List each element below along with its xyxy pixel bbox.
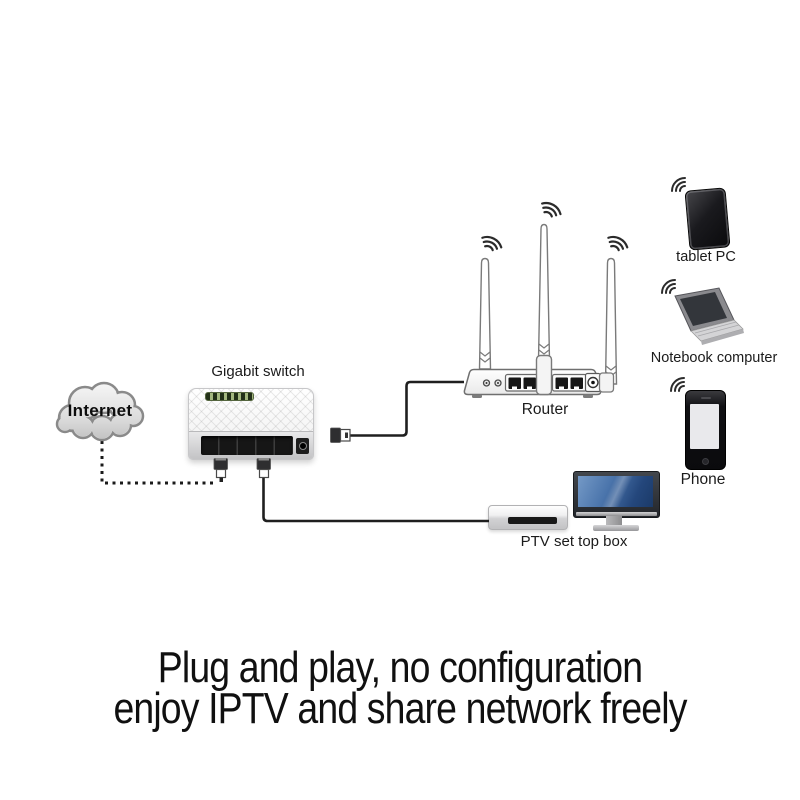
router-ethernet-ports-right [551, 373, 588, 392]
gigabit-switch-device [188, 388, 314, 460]
rj45-plug-router [330, 427, 351, 443]
notebook-label: Notebook computer [650, 350, 778, 366]
set-top-box-front-slot [508, 517, 557, 524]
tv-device [573, 471, 660, 518]
internet-cloud-label: Internet [67, 401, 133, 420]
caption: Plug and play, no configuration enjoy IP… [60, 643, 740, 733]
phone-device [685, 390, 726, 470]
switch-label: Gigabit switch [211, 363, 305, 380]
caption-line-1: Plug and play, no configuration [157, 643, 643, 692]
cable-switch-to-settopbox [262, 477, 489, 523]
router-power-socket [584, 372, 602, 393]
tablet-label: tablet PC [676, 249, 736, 265]
phone-home-button [702, 458, 709, 465]
switch-ethernet-ports [201, 436, 293, 455]
tv-bottom-bezel [576, 512, 657, 516]
wifi-signal-icon [661, 279, 676, 294]
router-ethernet-ports-left [504, 373, 541, 392]
router-antennas [478, 223, 618, 385]
router-device [463, 223, 618, 398]
rj45-plug-internet [213, 458, 228, 482]
switch-led-strip [205, 392, 254, 401]
wifi-signal-icon [481, 235, 503, 252]
tv-stand-base [593, 525, 639, 531]
wifi-signal-icon [607, 235, 629, 252]
notebook-device [674, 287, 744, 345]
set-top-box-label: PTV set top box [520, 533, 628, 550]
tablet-device [684, 187, 731, 251]
wifi-signal-icon [671, 177, 686, 192]
rj45-plug-settopbox [256, 458, 271, 479]
switch-power-socket [296, 438, 309, 454]
phone-speaker [700, 397, 711, 399]
router-center-antenna-mount [535, 354, 553, 396]
phone-screen [690, 404, 719, 449]
router-body [463, 368, 602, 396]
tv-screen [578, 476, 653, 507]
wifi-signal-icon [541, 201, 562, 218]
router-label: Router [521, 401, 569, 418]
tv-stand-neck [606, 516, 622, 525]
wifi-signal-icon [670, 377, 685, 392]
set-top-box-device [488, 505, 568, 530]
caption-line-2: enjoy IPTV and share network freely [113, 684, 687, 733]
switch-front-panel [189, 431, 313, 459]
phone-label: Phone [680, 471, 726, 488]
cable-switch-to-router [350, 380, 464, 437]
